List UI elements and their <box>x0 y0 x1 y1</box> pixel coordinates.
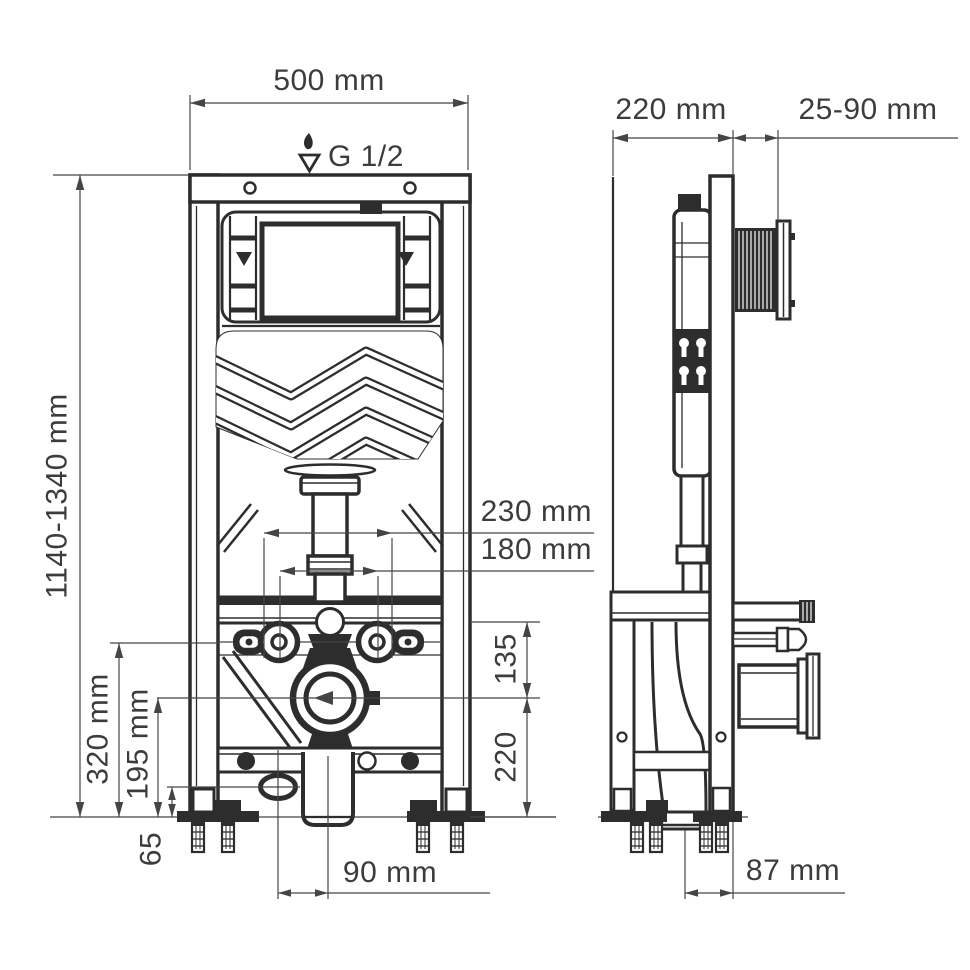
foot-plate <box>601 811 667 822</box>
dim-135-label: 135 <box>490 633 523 685</box>
dim-320-label: 320 mm <box>82 673 115 784</box>
anchor-bolt <box>219 819 237 854</box>
dim-slot-height: 65 <box>135 786 300 866</box>
anchor-bolt <box>713 819 731 854</box>
flush-pipe <box>283 463 377 650</box>
dim-195-label: 195 mm <box>122 688 155 799</box>
dim-65-label: 65 <box>135 832 168 866</box>
dim-drain-axis-height: 195 mm <box>122 688 163 817</box>
anchor-bolt <box>697 819 715 854</box>
anchor-bolt <box>647 819 665 854</box>
water-connection <box>731 626 808 653</box>
down-triangle-icon <box>297 153 322 174</box>
wall-bracket <box>609 590 712 813</box>
foot-plate <box>693 811 742 822</box>
anchor-bolt <box>189 819 207 854</box>
flush-button-shaft <box>735 219 795 321</box>
foot-plate <box>177 811 259 822</box>
rear-leg <box>609 618 636 812</box>
water-drop-icon <box>304 133 313 150</box>
access-window <box>259 221 401 321</box>
dim-bolt-spacing-narrow-label: 180 mm <box>481 533 592 566</box>
cistern <box>215 330 444 460</box>
flush-plate-access-box <box>220 202 442 328</box>
side-view <box>598 174 821 854</box>
mounting-plate <box>673 329 711 393</box>
dim-inlet-label: G 1/2 <box>328 140 404 173</box>
dim-height-label: 1140-1340 mm <box>41 393 74 599</box>
cone-cap <box>786 627 808 652</box>
dim-drain-offset: 90 mm <box>277 750 490 899</box>
dim-button-range-label: 25-90 mm <box>798 93 937 126</box>
depth-marker-triangle <box>398 252 414 266</box>
flush-elbow <box>315 607 345 637</box>
support-struts-lower <box>221 650 303 750</box>
hanger-hole <box>243 181 257 195</box>
dim-depth: 220 mm <box>612 93 734 176</box>
support-struts-upper <box>216 503 444 553</box>
dim-bolt-spacing-wide-label: 230 mm <box>481 495 592 528</box>
flush-valve-seat <box>283 463 377 477</box>
feet-side <box>601 800 742 854</box>
anchor-bolt <box>448 819 466 854</box>
feet <box>177 787 485 854</box>
drain-elbow <box>289 648 380 752</box>
anchor-bolt <box>628 819 646 854</box>
flush-pipe-side <box>675 474 709 601</box>
depth-marker-triangle <box>236 252 252 266</box>
dim-90-label: 90 mm <box>343 856 437 889</box>
dim-drain-depth: 87 mm <box>684 822 845 899</box>
dim-depth-label: 220 mm <box>615 93 726 126</box>
front-member <box>616 174 735 817</box>
dim-width: 500 mm <box>189 64 469 170</box>
dim-bolts-height: 320 mm <box>82 642 218 817</box>
top-tab <box>360 202 382 214</box>
pan-fixing-stud <box>731 600 815 623</box>
dim-inlet: G 1/2 <box>297 133 404 174</box>
dim-bolt-spacing-narrow: 180 mm <box>279 533 594 658</box>
dim-bolts-to-drain: 135 220 <box>157 621 556 818</box>
water-wave-pattern <box>216 346 443 459</box>
front-view <box>50 173 556 854</box>
dim-drain-height-label: 220 <box>490 731 523 783</box>
anchor-bolt <box>414 819 432 854</box>
drain-connector <box>737 652 821 740</box>
dim-width-label: 500 mm <box>273 64 384 97</box>
drain-bend <box>632 621 712 831</box>
dim-87-label: 87 mm <box>746 854 840 887</box>
dim-height: 1140-1340 mm <box>41 174 188 817</box>
hanger-hole <box>403 181 417 195</box>
dimensions: 500 mm G 1/2 1140-1340 mm 230 mm <box>41 64 958 899</box>
dim-bolt-spacing-wide: 230 mm <box>263 495 594 658</box>
foot-plate <box>407 811 485 822</box>
top-crossbar <box>188 173 472 204</box>
dim-button-range: 25-90 mm <box>733 93 958 220</box>
inlet-valve-cap <box>678 194 701 210</box>
